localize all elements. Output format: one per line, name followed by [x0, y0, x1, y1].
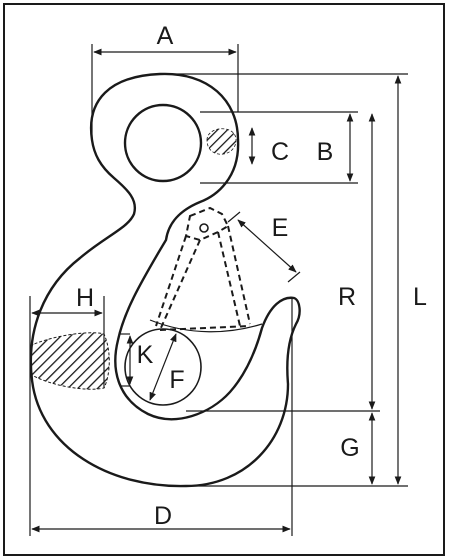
label-r: R [338, 283, 356, 311]
label-h: H [76, 284, 94, 312]
label-l: L [413, 283, 427, 311]
hook-body [29, 72, 301, 488]
label-k: K [137, 341, 154, 369]
safety-latch [155, 206, 251, 331]
label-c: C [271, 138, 289, 166]
diagram-frame [3, 3, 445, 556]
latch-arc [149, 319, 263, 333]
label-b: B [317, 138, 334, 166]
extension-lines [29, 44, 408, 536]
label-f: F [169, 366, 184, 394]
latch-pivot [199, 223, 209, 233]
dimension-lines [31, 48, 402, 533]
label-a: A [157, 22, 174, 50]
hatched-sections [29, 128, 237, 390]
label-e: E [272, 214, 289, 242]
label-d: D [154, 502, 172, 530]
dimension-labels: A B C D E F G H K L R [76, 22, 427, 530]
dim-e-line [237, 219, 297, 273]
dim-f-line [149, 333, 177, 401]
eye-hole [123, 103, 203, 183]
label-g: G [340, 434, 359, 462]
